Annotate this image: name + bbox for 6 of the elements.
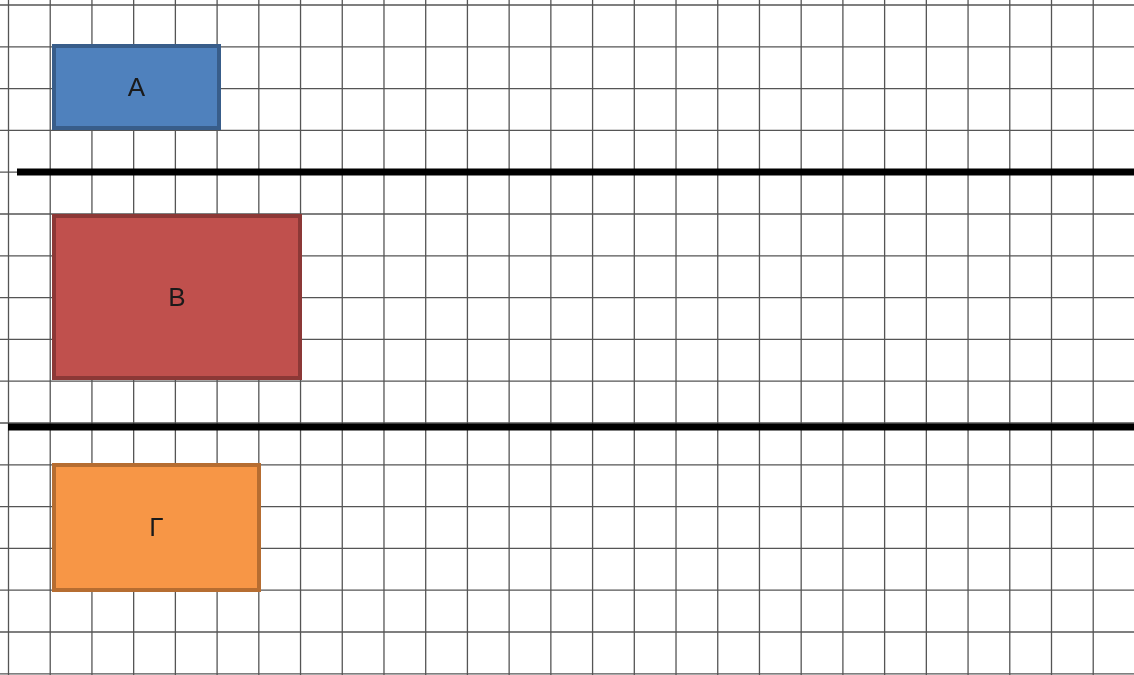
box-letter: Α	[127, 71, 146, 103]
colored-rectangle	[52, 463, 261, 592]
box-letter: Γ	[149, 512, 164, 543]
colored-rectangle	[52, 44, 221, 130]
colored-rectangle	[52, 214, 302, 380]
box-letter: Β	[168, 281, 186, 313]
